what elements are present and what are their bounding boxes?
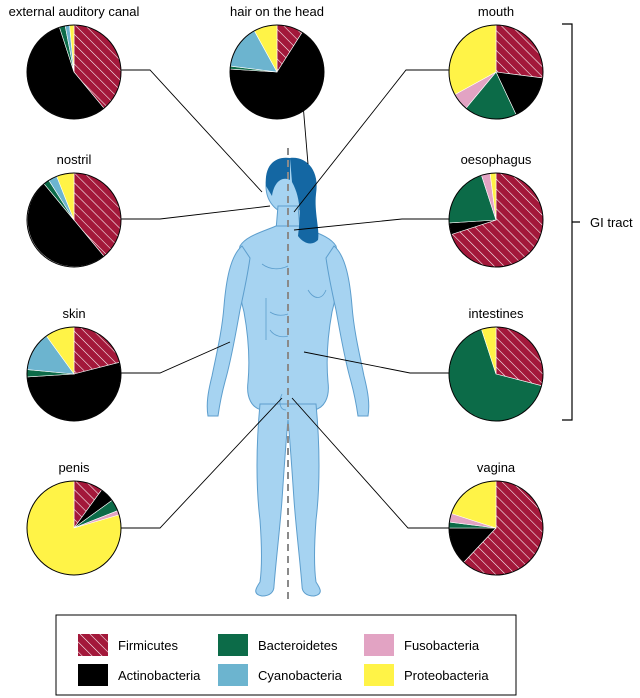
pie-vagina: vagina — [448, 460, 544, 576]
gi-tract-label: GI tract — [590, 215, 633, 230]
pie-title-mouth: mouth — [478, 4, 514, 19]
pie-intestines: intestines — [448, 306, 544, 422]
leader-line-vagina — [291, 397, 454, 529]
body-details — [261, 263, 327, 411]
pie-penis: penis — [26, 460, 122, 576]
legend-swatch-firmicutes — [78, 634, 108, 656]
body-half-male — [206, 158, 370, 597]
pie-title-hair: hair on the head — [230, 4, 324, 19]
pie-outline-ear — [26, 24, 122, 120]
pie-mouth: mouth — [448, 4, 544, 120]
pie-outline-intestines — [448, 326, 544, 422]
pie-oesophagus: oesophagus — [448, 152, 544, 268]
legend: Firmicutes Bacteroidetes FusobacteriaActin… — [55, 614, 517, 696]
pie-title-intestines: intestines — [469, 306, 524, 321]
pie-ear: external auditory canal — [9, 4, 140, 120]
pie-outline-hair — [229, 24, 325, 120]
human-body-figure — [206, 148, 370, 604]
gi-tract-bracket: GI tract — [562, 23, 633, 421]
pie-title-oesophagus: oesophagus — [461, 152, 532, 167]
pie-charts: external auditory canal hair on the head m… — [9, 4, 544, 576]
legend-swatch-bacteroidetes — [218, 634, 248, 656]
pie-outline-nostril — [26, 172, 122, 268]
legend-box — [55, 614, 517, 696]
leader-line-oesophagus — [293, 218, 454, 231]
leader-line-mouth — [293, 69, 454, 213]
leader-line-skin — [118, 341, 231, 374]
leader-line-nostril — [118, 205, 271, 220]
legend-label-cyanobacteria: Cyanobacteria — [258, 668, 343, 683]
legend-label-firmicutes: Firmicutes — [118, 638, 178, 653]
legend-label-actinobacteria: Actinobacteria — [118, 668, 201, 683]
legend-swatch-fusobacteria — [364, 634, 394, 656]
pie-hair: hair on the head — [229, 4, 325, 120]
leader-line-penis — [118, 397, 283, 529]
pie-nostril: nostril — [26, 152, 122, 268]
pie-title-penis: penis — [58, 460, 90, 475]
pie-outline-skin — [26, 326, 122, 422]
pie-outline-vagina — [448, 480, 544, 576]
pie-title-nostril: nostril — [57, 152, 92, 167]
legend-swatch-cyanobacteria — [218, 664, 248, 686]
legend-swatch-proteobacteria — [364, 664, 394, 686]
legend-items: Firmicutes Bacteroidetes FusobacteriaActin… — [78, 634, 489, 686]
pie-outline-oesophagus — [448, 172, 544, 268]
leader-line-intestines — [303, 351, 454, 374]
leader-line-ear — [118, 69, 263, 193]
legend-label-fusobacteria: Fusobacteria — [404, 638, 480, 653]
pie-outline-penis — [26, 480, 122, 576]
pie-skin: skin — [26, 306, 122, 422]
leader-lines — [118, 69, 454, 529]
hair-shape — [265, 157, 319, 244]
pie-title-vagina: vagina — [477, 460, 516, 475]
pie-slice-mouth-firmicutes — [495, 24, 544, 79]
pie-outline-mouth — [448, 24, 544, 120]
pie-title-ear: external auditory canal — [9, 4, 140, 19]
pie-title-skin: skin — [62, 306, 85, 321]
legend-swatch-actinobacteria — [78, 664, 108, 686]
legend-label-bacteroidetes: Bacteroidetes — [258, 638, 338, 653]
leader-line-hair — [302, 103, 309, 165]
legend-label-proteobacteria: Proteobacteria — [404, 668, 489, 683]
